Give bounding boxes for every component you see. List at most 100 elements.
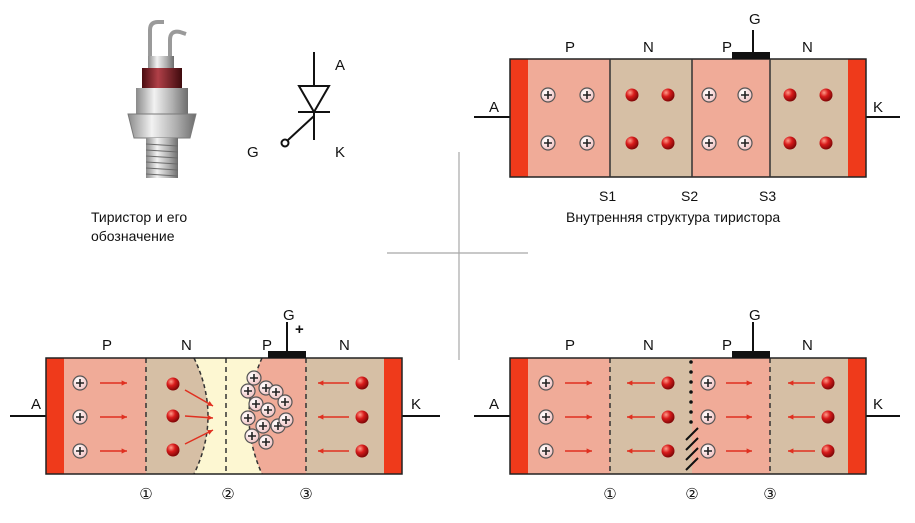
photo-caption-line: обозначение bbox=[91, 228, 175, 244]
photo-caption-line: Тиристор и его bbox=[91, 209, 188, 225]
hole-plus-sign bbox=[705, 91, 713, 99]
symbol-gate-label: G bbox=[247, 144, 259, 161]
right-junction-label: ② bbox=[685, 486, 698, 503]
flow-arrow-head bbox=[207, 401, 213, 406]
electron-carrier bbox=[819, 88, 833, 102]
flow-arrow-head bbox=[586, 380, 592, 386]
flow-arrow-head bbox=[586, 414, 592, 420]
flow-arrow-head bbox=[746, 414, 752, 420]
flow-arrow-head bbox=[788, 448, 794, 454]
hole-plus-sign bbox=[272, 388, 280, 396]
right-gate-label: G bbox=[749, 307, 761, 324]
flow-arrow-head bbox=[788, 380, 794, 386]
hole-plus-sign bbox=[264, 406, 272, 414]
charge-carriers bbox=[72, 87, 835, 459]
photo-lead-wire bbox=[168, 29, 187, 62]
electron-carrier bbox=[661, 88, 675, 102]
right-gate-electrode bbox=[732, 351, 770, 358]
electron-carrier bbox=[821, 410, 835, 424]
electron-carrier bbox=[821, 376, 835, 390]
hole-plus-sign bbox=[741, 91, 749, 99]
hole-plus-sign bbox=[704, 413, 712, 421]
electron-carrier bbox=[355, 376, 369, 390]
state-left-panel bbox=[10, 322, 440, 475]
left-junction-label: ① bbox=[139, 486, 152, 503]
right-junction-label: ① bbox=[603, 486, 616, 503]
hole-plus-sign bbox=[262, 438, 270, 446]
symbol-anode-label: A bbox=[335, 57, 345, 74]
structure-junction-label: S1 bbox=[599, 188, 616, 204]
flow-arrow-head bbox=[746, 448, 752, 454]
structure-layer-label: P bbox=[722, 39, 732, 56]
photo-body bbox=[136, 88, 188, 114]
structure-layer-label: N bbox=[643, 39, 654, 56]
hole-plus-sign bbox=[259, 422, 267, 430]
right-layer-label: N bbox=[643, 337, 654, 354]
electron-carrier bbox=[821, 444, 835, 458]
right-cathode-contact bbox=[848, 358, 866, 474]
flow-arrow-head bbox=[627, 448, 633, 454]
right-layer-label: P bbox=[565, 337, 575, 354]
electron-carrier bbox=[166, 443, 180, 457]
electron-carrier bbox=[625, 136, 639, 150]
electron-carrier bbox=[166, 377, 180, 391]
hole-plus-sign bbox=[705, 139, 713, 147]
hole-plus-sign bbox=[282, 416, 290, 424]
structure-anode-label: A bbox=[489, 99, 499, 116]
flow-arrow-head bbox=[746, 380, 752, 386]
photo-top-cap bbox=[148, 56, 174, 70]
electron-carrier bbox=[355, 444, 369, 458]
right-layer-n2 bbox=[770, 358, 848, 474]
hole-plus-sign bbox=[76, 379, 84, 387]
flow-arrow-head bbox=[788, 414, 794, 420]
hole-plus-sign bbox=[248, 432, 256, 440]
structure-panel bbox=[474, 30, 900, 178]
electron-carrier bbox=[661, 136, 675, 150]
left-layer-n2 bbox=[306, 358, 384, 474]
hole-plus-sign bbox=[281, 398, 289, 406]
right-layer-n1 bbox=[610, 358, 692, 474]
left-gate-electrode bbox=[268, 351, 306, 358]
hole-plus-sign bbox=[544, 139, 552, 147]
structure-junction-label: S3 bbox=[759, 188, 776, 204]
symbol-gate-terminal bbox=[280, 138, 290, 148]
hole-plus-sign bbox=[542, 379, 550, 387]
electron-carrier bbox=[819, 136, 833, 150]
left-cathode-label: K bbox=[411, 396, 421, 413]
electron-carrier bbox=[661, 376, 675, 390]
flow-arrow-head bbox=[121, 448, 127, 454]
right-anode-label: A bbox=[489, 396, 499, 413]
photo-insulator bbox=[142, 68, 182, 90]
symbol-triangle bbox=[297, 85, 331, 115]
thyristor-photo bbox=[127, 20, 197, 178]
left-junction-label: ② bbox=[221, 486, 234, 503]
photo-hex-nut bbox=[127, 113, 197, 139]
hole-plus-sign bbox=[583, 139, 591, 147]
hole-plus-sign bbox=[244, 387, 252, 395]
electron-carrier bbox=[661, 410, 675, 424]
thyristor-symbol bbox=[280, 52, 331, 148]
hole-plus-sign bbox=[741, 139, 749, 147]
structure-junction-label: S2 bbox=[681, 188, 698, 204]
electron-carrier bbox=[783, 88, 797, 102]
structure-outline bbox=[509, 58, 867, 178]
right-layer-label: P bbox=[722, 337, 732, 354]
hole-plus-sign bbox=[76, 447, 84, 455]
electron-carrier bbox=[661, 444, 675, 458]
flow-arrow-head bbox=[318, 380, 324, 386]
left-gate-label: G bbox=[283, 307, 295, 324]
hole-plus-sign bbox=[244, 414, 252, 422]
right-junction2-dots bbox=[689, 360, 693, 424]
electron-carrier bbox=[355, 410, 369, 424]
right-cathode-label: K bbox=[873, 396, 883, 413]
left-junction-label: ③ bbox=[299, 486, 312, 503]
structure-anode-contact bbox=[510, 59, 528, 177]
structure-layer-label: N bbox=[802, 39, 813, 56]
structure-layer-p1 bbox=[528, 59, 610, 177]
electron-carrier bbox=[783, 136, 797, 150]
left-anode-contact bbox=[46, 358, 64, 474]
flow-arrow-head bbox=[121, 380, 127, 386]
flow-arrow-head bbox=[627, 414, 633, 420]
structure-cathode-contact bbox=[848, 59, 866, 177]
